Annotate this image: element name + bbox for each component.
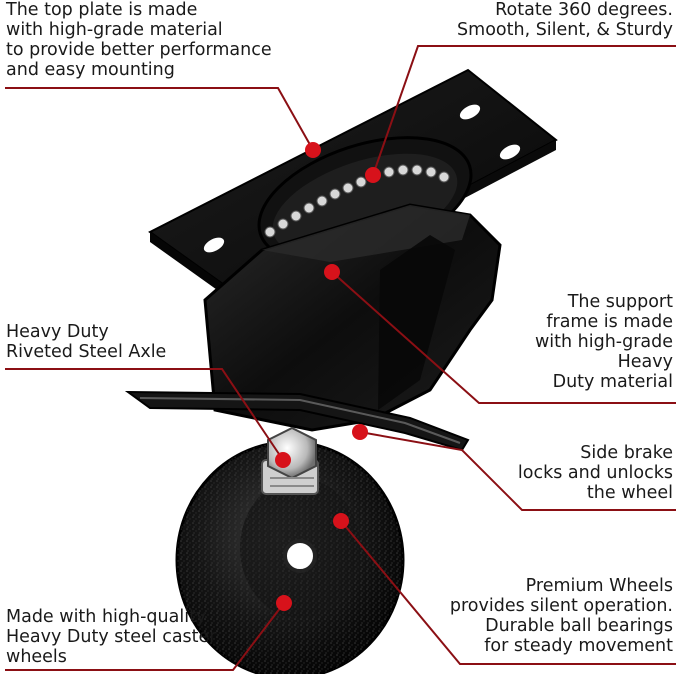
callout-premium-wheels: Premium Wheels provides silent operation… — [449, 576, 673, 656]
callout-dot-support-frame — [324, 264, 340, 280]
callout-support-frame: The support frame is made with high-grad… — [534, 292, 673, 392]
callout-dot-axle — [275, 452, 291, 468]
leader-steel-caster — [5, 602, 285, 671]
caster-illustration — [124, 68, 558, 674]
leader-top-plate — [5, 87, 314, 151]
mount-hole — [499, 144, 521, 160]
mount-hole — [459, 104, 481, 120]
wheel — [175, 440, 405, 674]
callout-side-brake: Side brake locks and unlocks the wheel — [517, 443, 673, 503]
callout-dot-steel-caster — [276, 595, 292, 611]
callout-steel-caster: Made with high-quality Heavy Duty steel … — [6, 607, 217, 667]
leader-premium-wheels — [340, 520, 676, 665]
callout-dot-rotate — [365, 167, 381, 183]
callout-dot-top-plate — [305, 142, 321, 158]
callout-top-plate: The top plate is made with high-grade ma… — [6, 0, 272, 80]
mount-hole — [203, 237, 225, 253]
leader-axle — [5, 368, 284, 461]
callout-dots — [275, 142, 381, 611]
leader-rotate — [372, 45, 676, 176]
leader-support-frame — [331, 271, 676, 404]
callout-dot-side-brake — [352, 424, 368, 440]
support-frame — [203, 203, 502, 432]
leader-side-brake — [359, 431, 676, 511]
callout-dot-premium-wheels — [333, 513, 349, 529]
leader-lines — [5, 45, 676, 671]
wheel-hub-hole — [283, 539, 317, 573]
callout-rotate: Rotate 360 degrees. Smooth, Silent, & St… — [457, 0, 673, 40]
callout-axle: Heavy Duty Riveted Steel Axle — [6, 322, 167, 362]
